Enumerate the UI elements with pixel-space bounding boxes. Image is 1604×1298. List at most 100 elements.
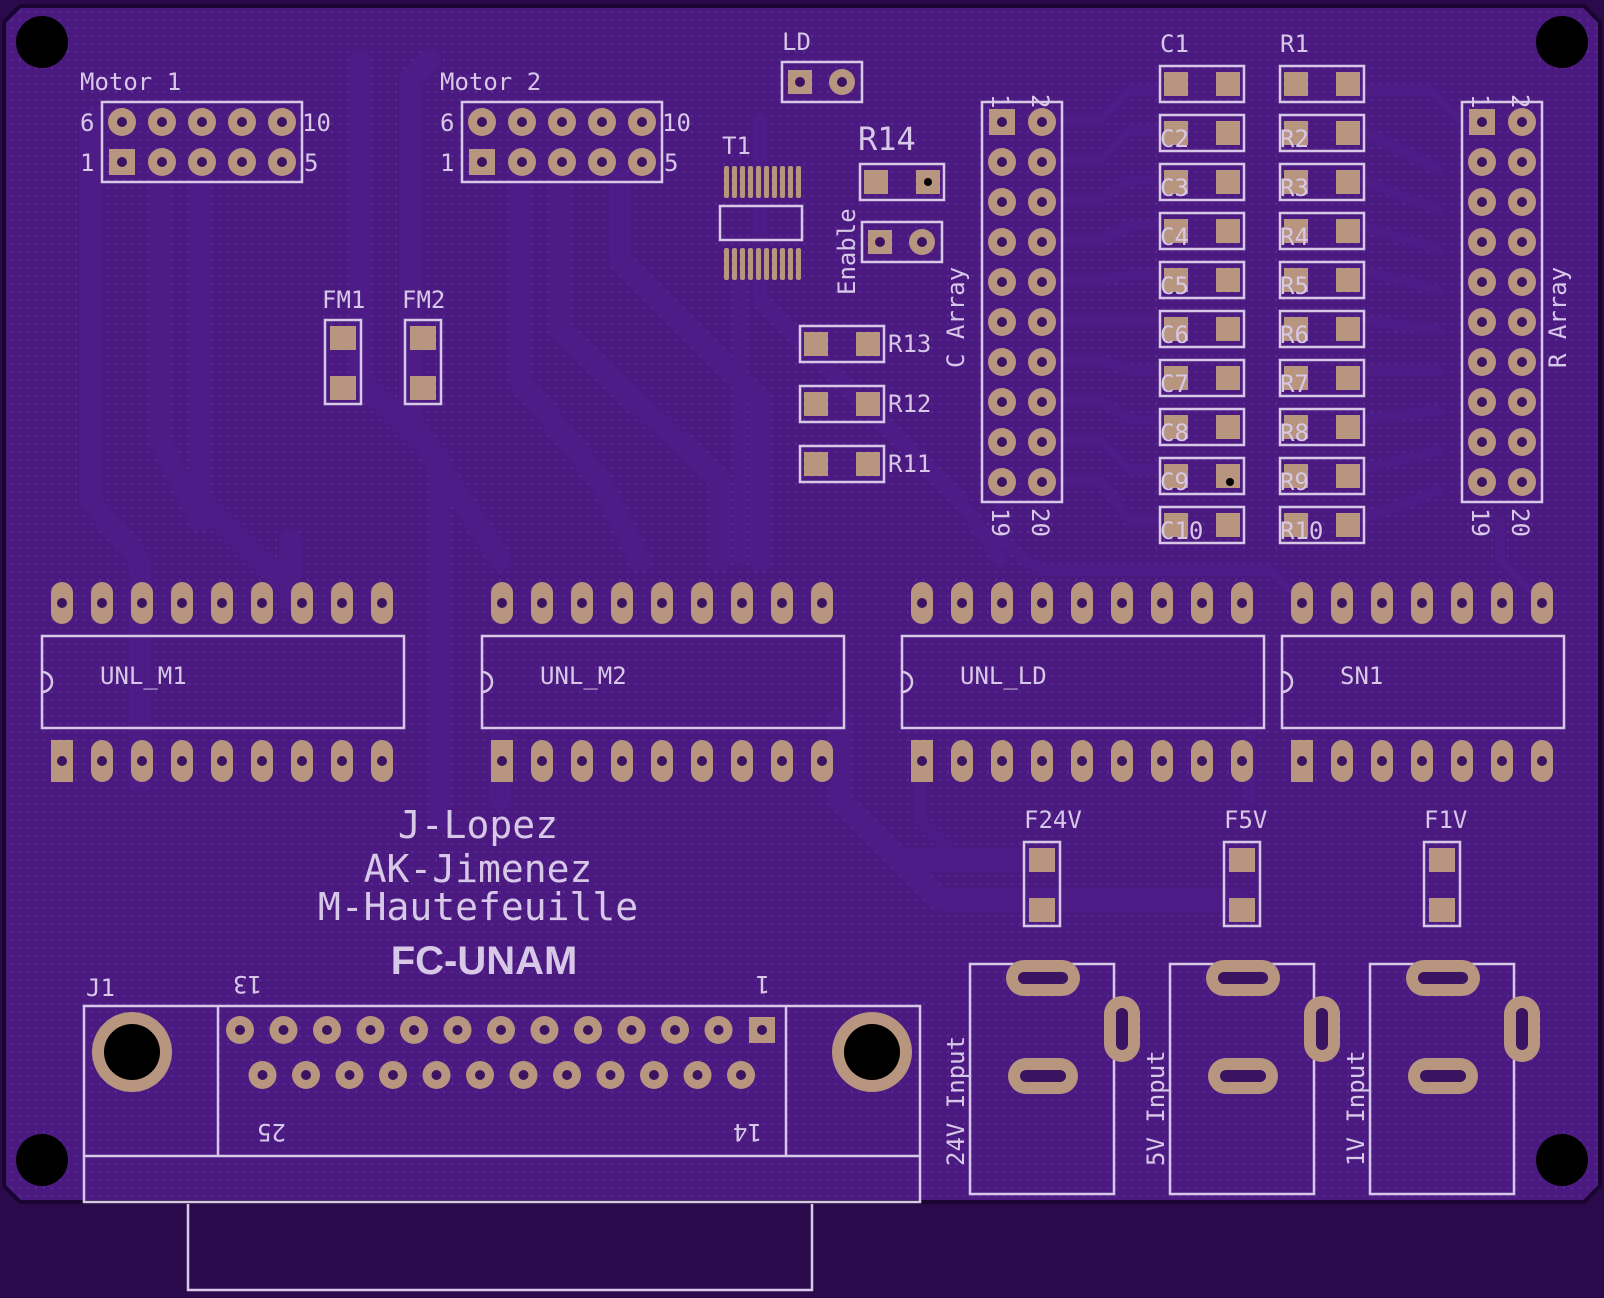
c1-label: C1 — [1160, 30, 1189, 58]
smd-component — [1158, 260, 1246, 300]
r14-component: R14 — [858, 120, 946, 202]
component-label: C8 — [1160, 419, 1189, 447]
pin-label: 6 — [440, 109, 454, 137]
motor1-header: Motor 1 6 10 1 5 — [80, 68, 331, 184]
pin-label: 5 — [664, 149, 678, 177]
author-credits: J-Lopez AK-Jimenez M-Hautefeuille FC-UNA… — [318, 803, 638, 983]
c-array-label: C Array — [942, 267, 970, 368]
smd-component — [1158, 456, 1246, 496]
smd-component — [1158, 211, 1246, 251]
r-array-label: R Array — [1544, 267, 1572, 368]
smd-component — [1158, 162, 1246, 202]
r12-component: R12 — [798, 384, 931, 424]
pin-label: 19 — [986, 508, 1014, 537]
smd-component — [1278, 211, 1366, 251]
component-label: C10 — [1160, 517, 1203, 545]
component-label: R7 — [1280, 370, 1309, 398]
smd-component — [1158, 505, 1246, 545]
fm2-component: FM2 — [402, 286, 445, 406]
smd-component — [1278, 64, 1366, 104]
pin-label: 5 — [304, 149, 318, 177]
r-array-header: R Array 1 2 19 20 — [1460, 94, 1572, 537]
smd-component — [1278, 358, 1366, 398]
f1v-label: F1V — [1424, 806, 1467, 834]
r13-label: R13 — [888, 330, 931, 358]
enable-label: Enable — [833, 208, 861, 295]
unl-m2-chip: UNL_M2 — [480, 582, 846, 782]
mounting-hole — [1536, 1134, 1588, 1186]
pin-label: 13 — [233, 970, 262, 998]
smd-component — [1278, 260, 1366, 300]
component-label: R5 — [1280, 272, 1309, 300]
component-label: C9 — [1160, 468, 1189, 496]
mounting-hole — [1536, 16, 1588, 68]
r1-label: R1 — [1280, 30, 1309, 58]
j1-db25-connector: J1 13 1 25 14 — [82, 970, 922, 1204]
f5v-label: F5V — [1224, 806, 1267, 834]
component-label: R2 — [1280, 125, 1309, 153]
ld-connector: LD — [780, 28, 864, 104]
t1-chip: T1 — [718, 132, 804, 280]
author-name: J-Lopez — [398, 803, 558, 847]
smd-component — [1158, 64, 1246, 104]
component-label: R8 — [1280, 419, 1309, 447]
mounting-hole — [16, 16, 68, 68]
pin-label: 10 — [302, 109, 331, 137]
r12-label: R12 — [888, 390, 931, 418]
component-label: C3 — [1160, 174, 1189, 202]
pin-label: 1 — [756, 970, 770, 998]
f24v-fuse: F24V — [1022, 806, 1082, 928]
mounting-hole — [16, 1134, 68, 1186]
component-label: C5 — [1160, 272, 1189, 300]
f24v-label: F24V — [1024, 806, 1082, 834]
pin-label: 1 — [440, 149, 454, 177]
r11-component: R11 — [798, 444, 931, 484]
smd-component — [1278, 456, 1366, 496]
component-label: C2 — [1160, 125, 1189, 153]
fm1-component: FM1 — [322, 286, 365, 406]
r11-label: R11 — [888, 450, 931, 478]
connector-outline-below — [186, 1200, 814, 1292]
component-label: R4 — [1280, 223, 1309, 251]
chip-label: UNL_M1 — [100, 662, 187, 690]
unl-m1-chip: UNL_M1 — [40, 582, 406, 782]
pin-label: 19 — [1466, 508, 1494, 537]
c-array-header: C Array 1 2 19 20 — [942, 94, 1064, 537]
component-label: R9 — [1280, 468, 1309, 496]
fm1-label: FM1 — [322, 286, 365, 314]
smd-component — [1158, 407, 1246, 447]
component-label: R3 — [1280, 174, 1309, 202]
smd-component — [1278, 407, 1366, 447]
smd-component — [1278, 505, 1366, 545]
chip-label: UNL_M2 — [540, 662, 627, 690]
motor1-label: Motor 1 — [80, 68, 181, 96]
component-label: C6 — [1160, 321, 1189, 349]
enable-jumper: Enable — [833, 208, 944, 295]
t1-label: T1 — [722, 132, 751, 160]
power-jack — [1368, 960, 1540, 1196]
power-input-label: 24V Input — [942, 1036, 970, 1166]
component-label: C4 — [1160, 223, 1189, 251]
power-jack — [968, 960, 1140, 1196]
component-label: R10 — [1280, 517, 1323, 545]
sn1-chip: SN1 — [1280, 582, 1566, 782]
pin-label: 14 — [733, 1118, 762, 1146]
smd-component — [1278, 113, 1366, 153]
pin-label: 20 — [1026, 508, 1054, 537]
unl-ld-chip: UNL_LD — [900, 582, 1266, 782]
pin-label: 1 — [80, 149, 94, 177]
chip-label: SN1 — [1340, 662, 1383, 690]
pin-label: 25 — [257, 1118, 286, 1146]
author-name: AK-Jimenez — [364, 847, 593, 891]
smd-component — [1158, 113, 1246, 153]
motor2-label: Motor 2 — [440, 68, 541, 96]
j1-label: J1 — [86, 974, 115, 1002]
power-input-label: 1V Input — [1342, 1050, 1370, 1166]
traces — [79, 49, 1545, 911]
org-name: FC-UNAM — [391, 939, 578, 983]
smd-component — [1158, 358, 1246, 398]
r14-label: R14 — [858, 120, 916, 158]
